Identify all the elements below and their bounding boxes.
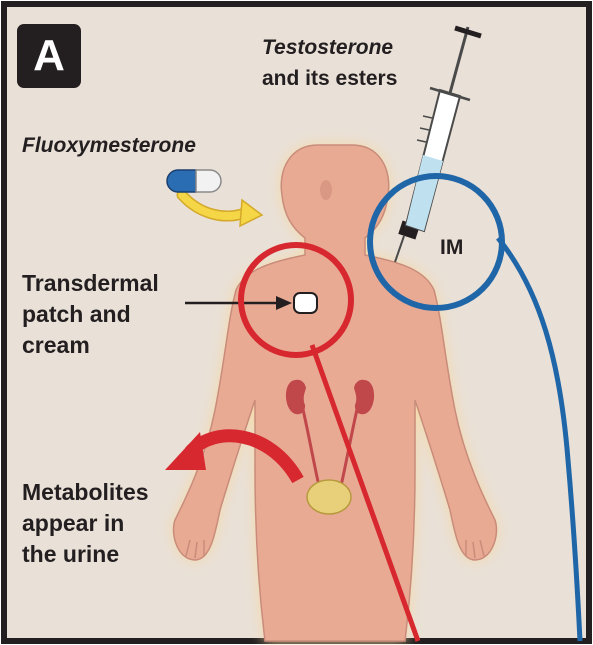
metabolites-label-line1: Metabolites — [22, 480, 149, 506]
transdermal-label-line3: cream — [22, 333, 90, 359]
metabolites-label-line2: appear in — [22, 511, 124, 537]
metabolites-label-line3: the urine — [22, 542, 119, 568]
transdermal-label-line2: patch and — [22, 302, 131, 328]
transdermal-label-line1: Transdermal — [22, 271, 159, 297]
fluoxymesterone-label: Fluoxymesterone — [22, 134, 196, 158]
im-label: IM — [440, 236, 463, 260]
testosterone-label-line1: Testosterone — [262, 36, 393, 60]
patch-icon — [294, 293, 317, 313]
capsule-icon — [167, 170, 221, 192]
bladder — [307, 480, 351, 514]
panel-letter-badge: A — [17, 24, 81, 88]
ear — [320, 180, 332, 200]
testosterone-label-line2: and its esters — [262, 67, 397, 91]
